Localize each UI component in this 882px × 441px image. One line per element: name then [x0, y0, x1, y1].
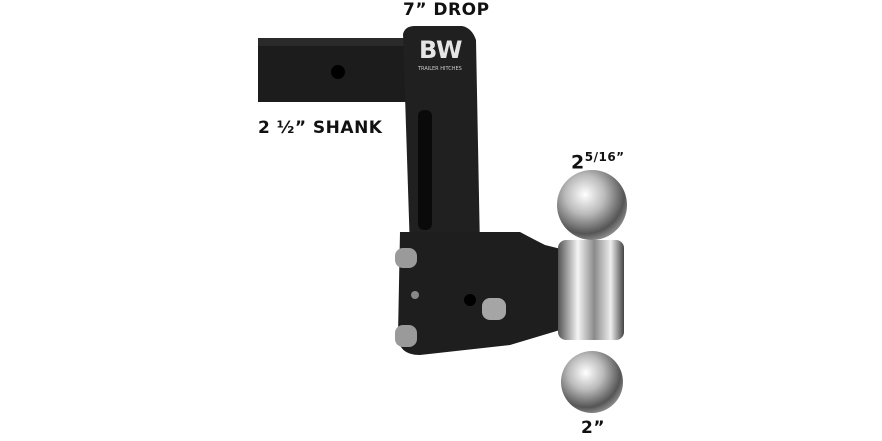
large-ball-whole: 2 — [571, 151, 585, 174]
svg-text:TRAILER HITCHES: TRAILER HITCHES — [417, 66, 462, 72]
svg-text:BW: BW — [419, 36, 462, 64]
pin-middle — [482, 298, 506, 320]
drop-label: 7” DROP — [403, 0, 490, 20]
pin-top — [395, 248, 417, 268]
large-ball-fraction: 5/16” — [584, 150, 625, 164]
drop-body: BW TRAILER HITCHES — [403, 26, 480, 250]
chrome-ball-mount — [557, 170, 627, 413]
ball-mount-block — [395, 232, 565, 355]
pin-bottom — [395, 325, 417, 347]
ball-large — [557, 170, 627, 240]
bw-logo: BW TRAILER HITCHES — [417, 36, 462, 72]
shank-label: 2 ½” SHANK — [258, 118, 383, 138]
ball-small — [561, 351, 623, 413]
shank-tube — [258, 38, 408, 102]
large-ball-label: 25/16” — [571, 150, 625, 173]
small-ball-label: 2” — [581, 418, 606, 438]
